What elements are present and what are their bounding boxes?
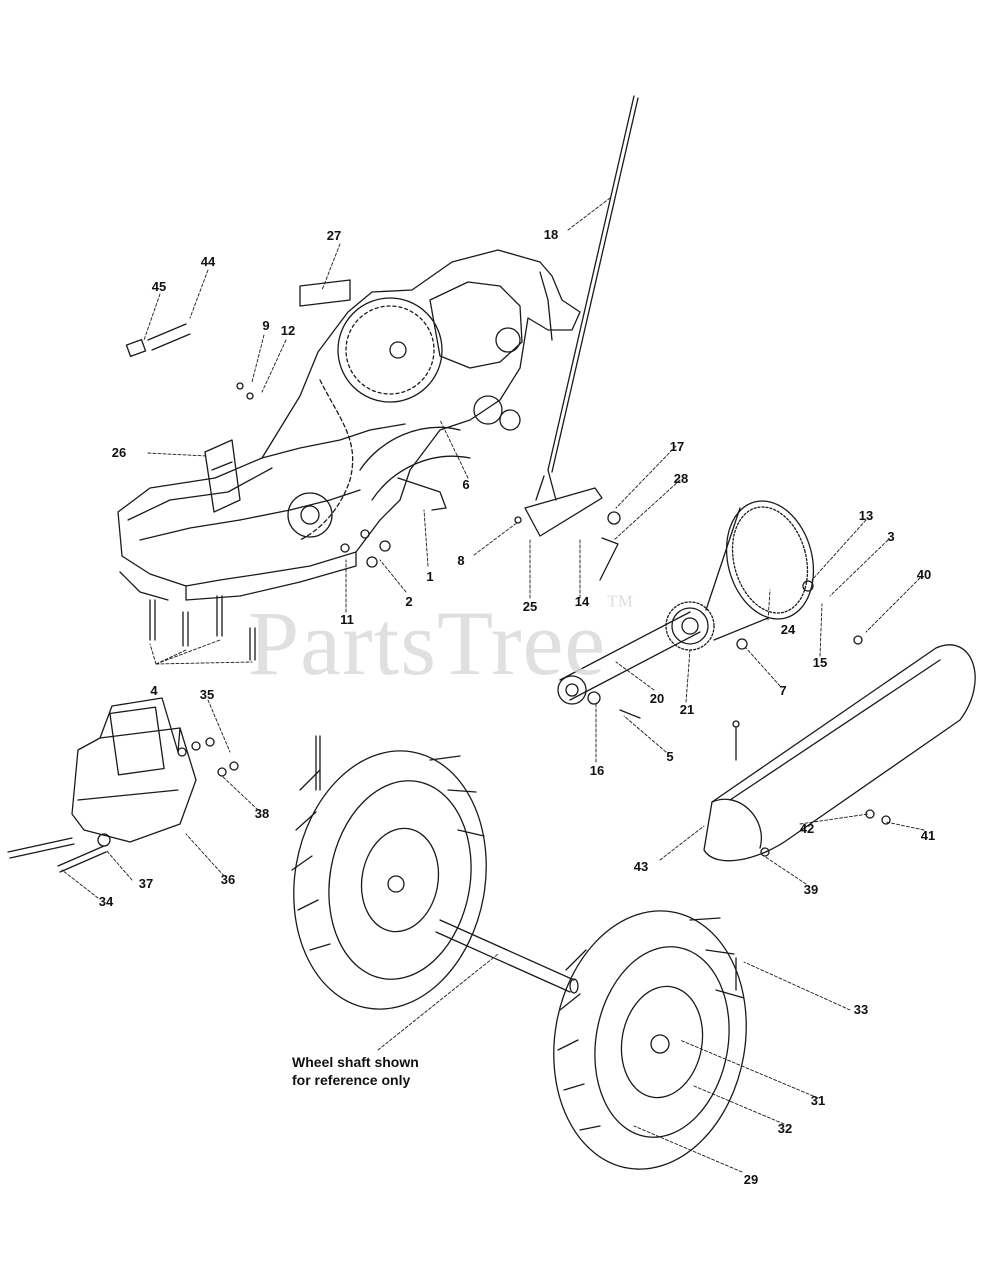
callout-12: 12 <box>280 323 296 338</box>
callout-45: 45 <box>151 279 167 294</box>
callout-7: 7 <box>779 683 787 698</box>
transmission-frame-assembly <box>117 249 581 601</box>
watermark-text: PartsTree™ <box>248 590 635 694</box>
callout-26: 26 <box>111 445 127 460</box>
callout-1: 1 <box>426 569 434 584</box>
hardware-bolts <box>125 323 621 661</box>
callout-24: 24 <box>780 622 796 637</box>
callout-20: 20 <box>649 691 665 706</box>
callout-34: 34 <box>98 894 114 909</box>
callout-11: 11 <box>340 612 354 627</box>
control-rod <box>535 95 639 501</box>
callout-31: 31 <box>810 1093 826 1108</box>
wheel-shaft-note: Wheel shaft shown for reference only <box>292 1053 419 1089</box>
callout-18: 18 <box>543 227 559 242</box>
callout-9: 9 <box>262 318 270 333</box>
note-line-2: for reference only <box>292 1072 411 1088</box>
callout-28: 28 <box>673 471 689 486</box>
callout-32: 32 <box>777 1121 793 1136</box>
callout-13: 13 <box>858 508 874 523</box>
callout-14: 14 <box>574 594 590 609</box>
callout-25: 25 <box>522 599 538 614</box>
callout-42: 42 <box>799 821 815 836</box>
note-line-1: Wheel shaft shown <box>292 1054 419 1070</box>
callout-4: 4 <box>150 683 158 698</box>
belt-cover <box>703 635 976 862</box>
callout-38: 38 <box>254 806 270 821</box>
callout-41: 41 <box>920 828 936 843</box>
chain-and-sprockets <box>557 500 815 719</box>
weight-bracket <box>7 697 239 873</box>
callout-16: 16 <box>589 763 605 778</box>
callout-29: 29 <box>743 1172 759 1187</box>
callout-8: 8 <box>457 553 465 568</box>
callout-17: 17 <box>669 439 685 454</box>
callout-44: 44 <box>200 254 216 269</box>
callout-40: 40 <box>916 567 932 582</box>
callout-33: 33 <box>853 1002 869 1017</box>
callout-37: 37 <box>138 876 154 891</box>
callout-35: 35 <box>199 687 215 702</box>
callout-3: 3 <box>887 529 895 544</box>
callout-6: 6 <box>462 477 470 492</box>
callout-2: 2 <box>405 594 413 609</box>
callout-21: 21 <box>679 702 695 717</box>
callout-15: 15 <box>812 655 828 670</box>
wheels-and-shaft <box>291 735 747 1170</box>
callout-leader-lines <box>61 197 925 1173</box>
callout-5: 5 <box>666 749 674 764</box>
callout-36: 36 <box>220 872 236 887</box>
callout-27: 27 <box>326 228 342 243</box>
callout-39: 39 <box>803 882 819 897</box>
callout-43: 43 <box>633 859 649 874</box>
